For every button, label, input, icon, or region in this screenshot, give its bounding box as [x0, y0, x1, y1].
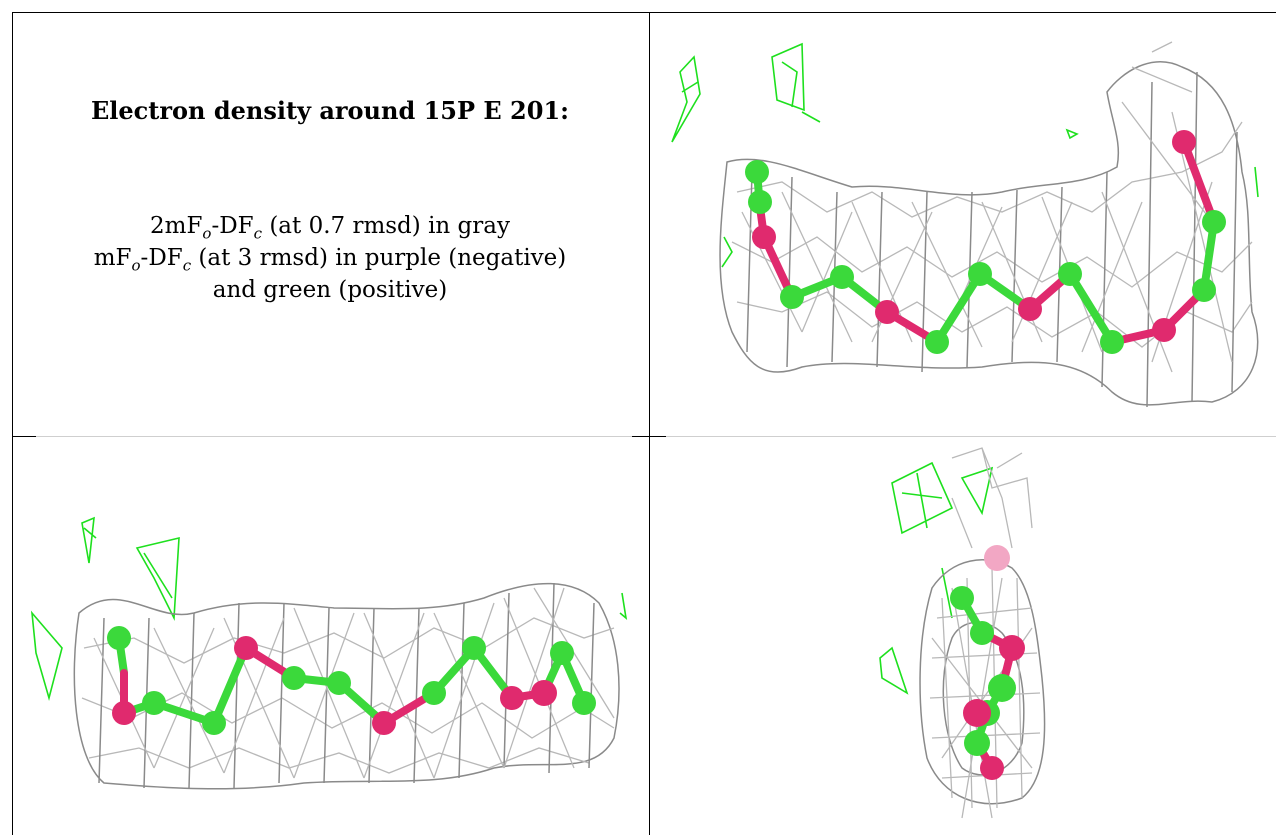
carbon-atom — [988, 674, 1016, 702]
carbon-atom — [950, 586, 974, 610]
oxygen-atom — [500, 686, 524, 710]
oxygen-atom — [1172, 130, 1196, 154]
carbon-atom — [830, 265, 854, 289]
center-divider — [649, 12, 650, 835]
carbon-atom — [550, 641, 574, 665]
density-view-bottom-right — [879, 447, 1046, 819]
carbon-atom — [1100, 330, 1124, 354]
oxygen-atom — [999, 635, 1025, 661]
legend-line-2fofc: 2mFo-DFc (at 0.7 rmsd) in gray — [150, 213, 510, 243]
figure-grid: Electron density around 15P E 201: 2mFo-… — [12, 12, 1276, 835]
carbon-atom — [1202, 210, 1226, 234]
positive-difference-density — [671, 42, 1259, 268]
oxygen-atom — [112, 701, 136, 725]
carbon-atom — [1058, 262, 1082, 286]
caption-cell: Electron density around 15P E 201: 2mFo-… — [12, 12, 648, 434]
oxygen-atom — [980, 756, 1004, 780]
middle-divider-tick-left — [12, 436, 36, 437]
density-view-top-right — [671, 41, 1259, 408]
carbon-atom — [1192, 278, 1216, 302]
carbon-atom — [422, 681, 446, 705]
carbon-atom — [142, 691, 166, 715]
oxygen-atom — [984, 545, 1010, 571]
caption-legend: 2mFo-DFc (at 0.7 rmsd) in gray mFo-DFc (… — [12, 210, 648, 306]
2fofc-density-mesh — [719, 41, 1259, 408]
legend-line-colors: and green (positive) — [212, 277, 448, 303]
carbon-atom — [107, 626, 131, 650]
middle-divider-tick-center — [632, 436, 666, 437]
carbon-atom — [964, 730, 990, 756]
carbon-atom — [970, 621, 994, 645]
oxygen-atom — [1018, 297, 1042, 321]
ligand-atoms — [950, 545, 1025, 780]
positive-difference-density — [30, 516, 628, 702]
carbon-atom — [282, 666, 306, 690]
carbon-atom — [202, 711, 226, 735]
carbon-atom — [745, 160, 769, 184]
top-border — [12, 12, 1276, 13]
positive-difference-density — [879, 461, 994, 695]
carbon-atom — [748, 190, 772, 214]
oxygen-atom — [234, 636, 258, 660]
left-border — [12, 12, 13, 835]
oxygen-atom — [531, 680, 557, 706]
ligand-atoms — [107, 626, 596, 735]
oxygen-atom — [372, 711, 396, 735]
oxygen-atom — [875, 300, 899, 324]
oxygen-atom — [1152, 318, 1176, 342]
carbon-atom — [780, 285, 804, 309]
ligand-atoms — [745, 130, 1226, 354]
carbon-atom — [572, 691, 596, 715]
oxygen-atom — [752, 225, 776, 249]
carbon-atom — [462, 636, 486, 660]
ligand-bonds — [115, 634, 588, 727]
caption-title: Electron density around 15P E 201: — [91, 96, 569, 125]
carbon-atom — [925, 330, 949, 354]
oxygen-atom — [963, 699, 991, 727]
legend-line-fofc: mFo-DFc (at 3 rmsd) in purple (negative) — [93, 245, 567, 275]
carbon-atom — [327, 671, 351, 695]
ligand-bonds — [753, 138, 1218, 346]
density-view-bottom-left — [30, 516, 628, 790]
carbon-atom — [968, 262, 992, 286]
